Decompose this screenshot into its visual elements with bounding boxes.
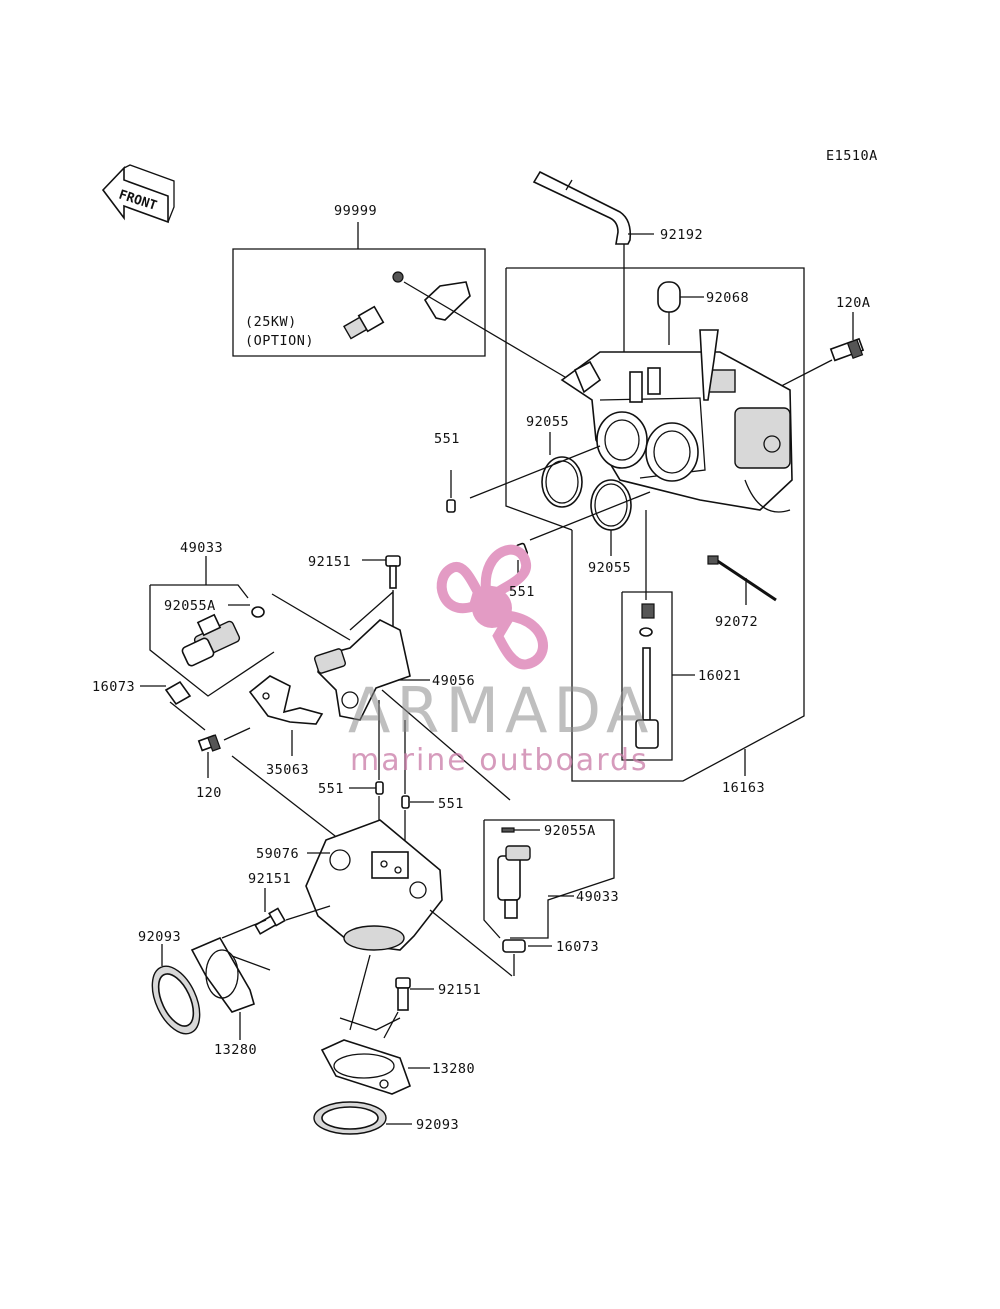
part-label: 551 — [434, 431, 460, 447]
part-label: 92072 — [715, 614, 758, 630]
part-label: 13280 — [214, 1042, 257, 1058]
gasket-13280-right — [320, 1039, 430, 1095]
part-label: 99999 — [334, 203, 377, 219]
front-arrow-icon: FRONT — [101, 164, 175, 224]
seal-92093-bottom — [313, 1101, 412, 1135]
injector-group-right — [483, 819, 615, 976]
part-label: 92192 — [660, 227, 703, 243]
cap-92068 — [657, 281, 681, 313]
diagram-code: E1510A — [826, 148, 878, 164]
part-label: 92151 — [308, 554, 351, 570]
pin-551-right — [401, 795, 410, 809]
part-label: 49056 — [432, 673, 475, 689]
part-label: 49033 — [180, 540, 223, 556]
throttle-body-group — [505, 267, 805, 782]
part-label: 92055A — [544, 823, 596, 839]
bolt-92151-lower — [339, 954, 434, 1039]
part-label: 551 — [509, 584, 535, 600]
oring-92055-bottom — [590, 479, 632, 531]
part-label: 551 — [318, 781, 344, 797]
watermark-tagline: marine outboards — [350, 743, 649, 778]
watermark-logo: ARMADA marine outboards — [348, 544, 654, 778]
part-label: 92151 — [248, 871, 291, 887]
bolt-120A — [757, 312, 865, 399]
seal-92093-left — [151, 944, 201, 1035]
throttle-body — [560, 329, 793, 513]
part-label: 16073 — [92, 679, 135, 695]
pin-551-top — [446, 499, 456, 513]
gasket-13280-left — [190, 919, 271, 1040]
part-label: 120 — [196, 785, 222, 801]
part-label: 92055A — [164, 598, 216, 614]
seal-16073-bottom — [502, 939, 526, 953]
sensor-16021 — [621, 510, 695, 761]
injector-group-left — [140, 556, 351, 731]
watermark-brand: ARMADA — [348, 674, 654, 747]
hose-92192 — [532, 170, 654, 372]
part-label: 551 — [438, 796, 464, 812]
manifold-59076 — [305, 819, 513, 977]
part-label: 92055 — [526, 414, 569, 430]
fuel-rail-49056 — [313, 555, 511, 801]
part-label: 92151 — [438, 982, 481, 998]
part-label: 92068 — [706, 290, 749, 306]
bolt-92151-left — [254, 888, 331, 935]
pin-551-left — [375, 781, 384, 795]
part-label: 92093 — [416, 1117, 459, 1133]
option-kit-group: (25KW) (OPTION) — [232, 222, 571, 381]
part-label: 13280 — [432, 1061, 475, 1077]
cable-tie-92072 — [707, 555, 777, 605]
part-label: 92093 — [138, 929, 181, 945]
part-label: 49033 — [576, 889, 619, 905]
part-label: 16021 — [698, 668, 741, 684]
propeller-icon — [436, 544, 548, 670]
option-note-line1: (25KW) — [245, 314, 297, 330]
part-label: 92055 — [588, 560, 631, 576]
option-note-line2: (OPTION) — [245, 333, 314, 349]
oring-92055-top — [541, 456, 583, 508]
bracket-35063 — [248, 675, 324, 756]
part-label: 35063 — [266, 762, 309, 778]
part-label: 16163 — [722, 780, 765, 796]
part-label: 120A — [836, 295, 871, 311]
bolt-120 — [197, 727, 349, 847]
part-label: 16073 — [556, 939, 599, 955]
part-label: 59076 — [256, 846, 299, 862]
